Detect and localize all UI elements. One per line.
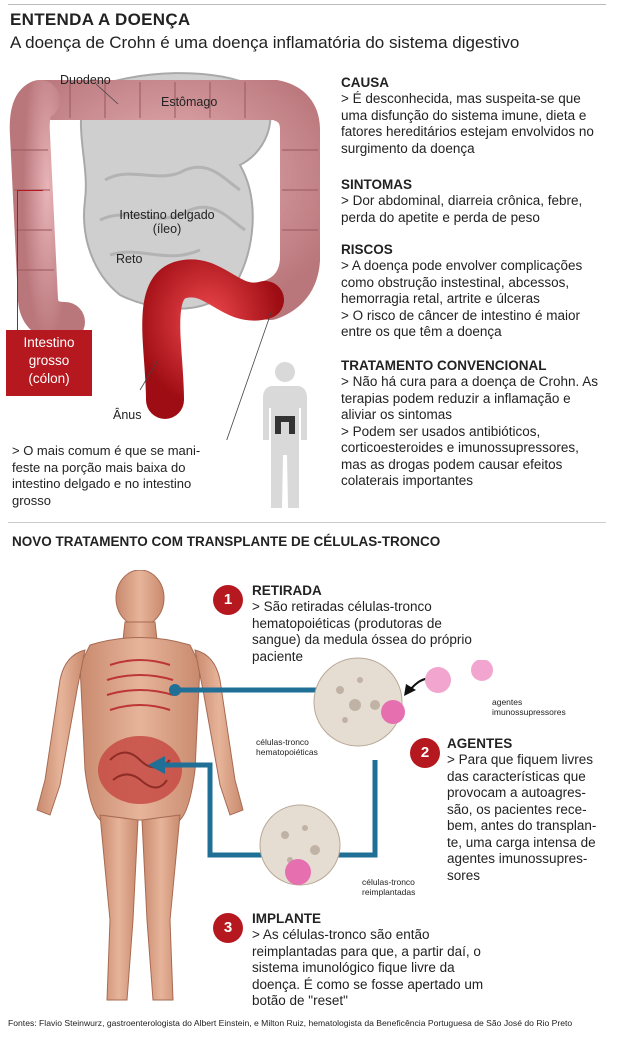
section-divider: [8, 522, 606, 523]
treatment-title: NOVO TRATAMENTO COM TRANSPLANTE DE CÉLUL…: [12, 534, 441, 549]
silhouette-intestine-icon: [275, 416, 295, 434]
step-1-retirada: RETIRADA > São retiradas células-tronco …: [252, 583, 472, 664]
section-tratamento-convencional: TRATAMENTO CONVENCIONAL > Não há cura pa…: [341, 358, 599, 488]
reimplanted-cell: [285, 859, 311, 885]
page-title: ENTENDA A DOENÇA: [10, 10, 191, 29]
label-intestino-grosso: Intestino grosso (cólon): [6, 330, 92, 396]
section-riscos: RISCOS > A doença pode envolver complica…: [341, 242, 583, 339]
label-estomago: Estômago: [161, 95, 218, 109]
digestive-system-illustration: [9, 72, 320, 440]
label-duodeno: Duodeno: [60, 73, 111, 87]
step-2-number: 2: [410, 738, 440, 768]
stem-cells-circle: [313, 657, 405, 747]
location-note: > O mais comum é que se mani- feste na p…: [12, 443, 201, 508]
sources-footer: Fontes: Flavio Steinwurz, gastroenterolo…: [8, 1018, 573, 1028]
agent-cells: [425, 660, 493, 693]
large-intestine-colon: [20, 80, 320, 320]
label-cells-hematopoieticas: células-tronco hematopoiéticas: [256, 737, 318, 757]
colon-leader-line-h: [17, 190, 43, 191]
label-anus: Ânus: [113, 408, 142, 422]
arrow-head-agents: [404, 684, 416, 696]
label-intestino-delgado: Intestino delgado (íleo): [119, 208, 215, 236]
ascending-colon: [9, 80, 85, 342]
left-arm-shape: [36, 649, 86, 816]
label-reto: Reto: [116, 252, 143, 266]
reimplanted-cells-circle: [259, 804, 341, 886]
step-1-number: 1: [213, 585, 243, 615]
step-2-agentes: AGENTES > Para que fiquem livres das car…: [447, 736, 597, 883]
human-anatomy-illustration: [36, 570, 244, 1001]
inflamed-rectum: [142, 259, 284, 419]
step-3-implante: IMPLANTE > As células-tronco são então r…: [252, 911, 484, 1008]
leader-lines: [95, 83, 273, 440]
right-leg-shape: [141, 814, 181, 1001]
section-causa: CAUSA > É desconhecida, mas suspeita-se …: [341, 75, 594, 156]
colon-haustra: [12, 82, 318, 271]
top-rule: [8, 4, 606, 5]
immunosuppressor-cell: [381, 700, 405, 724]
step-3-number: 3: [213, 913, 243, 943]
flow-arrows: [148, 677, 441, 858]
left-leg-shape: [99, 814, 139, 1001]
label-reimplantadas: células-tronco reimplantadas: [362, 877, 416, 897]
page-subtitle: A doença de Crohn é uma doença inflamató…: [10, 33, 520, 52]
label-agentes: agentes imunossupressores: [492, 697, 566, 717]
section-sintomas: SINTOMAS > Dor abdominal, diarreia crôni…: [341, 177, 583, 225]
human-silhouette-icon: [263, 362, 307, 508]
arrow-head-return: [148, 756, 165, 774]
colon-leader-line: [17, 190, 18, 330]
ribcage-lines: [106, 659, 174, 711]
